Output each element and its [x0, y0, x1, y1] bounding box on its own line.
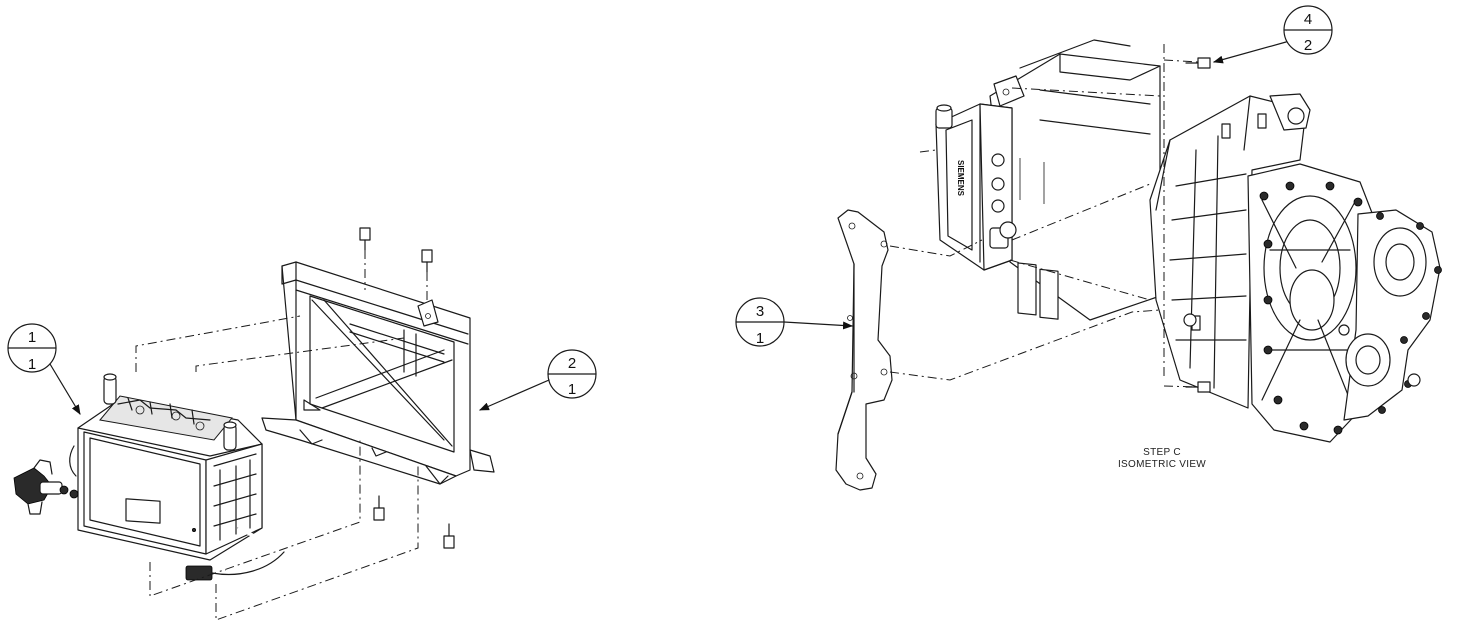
siemens-logo-text: SIEMENS	[956, 160, 965, 197]
controller-unit: SIEMENS	[935, 39, 1161, 321]
electric-motor-gearbox	[1149, 93, 1442, 443]
balloon-item-1: 1 1	[7, 323, 81, 415]
view-name-label: ISOMETRIC VIEW	[1118, 459, 1206, 470]
bolt-icon	[443, 523, 455, 549]
view-step-label: STEP C	[1143, 447, 1181, 458]
assembly-path-lines	[889, 44, 1199, 388]
bolt-icon	[359, 227, 371, 251]
assembly-path-lines	[135, 250, 428, 621]
motor-controller-assembly	[13, 373, 285, 581]
balloon-3-item-number: 3	[756, 303, 764, 320]
balloon-4-quantity: 2	[1304, 37, 1312, 54]
balloon-3-quantity: 1	[756, 330, 764, 347]
bolt-icon	[1185, 57, 1211, 69]
mounting-bracket	[261, 261, 495, 485]
balloon-item-2: 2 1	[479, 349, 597, 411]
balloon-item-3: 3 1	[735, 297, 853, 347]
balloon-1-quantity: 1	[28, 356, 36, 373]
bolt-icon	[373, 495, 385, 521]
bolt-icon	[421, 249, 433, 273]
coolant-fitting-icon	[13, 445, 79, 515]
balloon-1-item-number: 1	[28, 329, 36, 346]
balloon-4-item-number: 4	[1304, 11, 1312, 28]
balloon-2-quantity: 1	[568, 381, 576, 398]
adapter-plate	[835, 209, 893, 491]
balloon-item-4: 4 2	[1213, 5, 1333, 64]
balloon-2-item-number: 2	[568, 355, 576, 372]
